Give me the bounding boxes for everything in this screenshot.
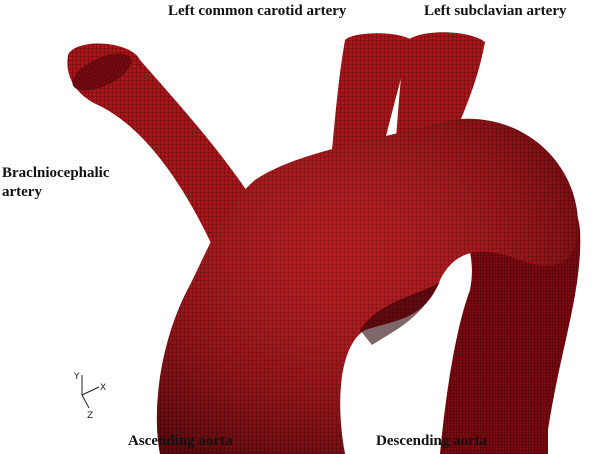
label-descending-aorta: Descending aorta (376, 433, 488, 449)
axis-y-label: Y (73, 372, 80, 382)
arch-inner-shadow (360, 282, 440, 345)
label-left-subclavian: Left subclavian artery (424, 3, 567, 19)
left-subclavian-shape (395, 32, 485, 150)
brachiocephalic-shape (67, 43, 262, 246)
label-left-common-carotid: Left common carotid artery (168, 3, 347, 19)
axis-z-label: Z (87, 411, 93, 421)
label-ascending-aorta: Ascending aorta (128, 433, 233, 449)
label-brachiocephalic-line1: Braclniocephalic (2, 165, 110, 181)
brachiocephalic-opening (72, 53, 132, 91)
left-common-carotid-shape (330, 33, 412, 170)
label-brachiocephalic: Braclniocephalic artery (2, 164, 110, 202)
coordinate-axes-icon: Y X Z (73, 372, 106, 421)
axis-x-label: X (100, 383, 106, 393)
label-brachiocephalic-line2: artery (2, 184, 42, 200)
